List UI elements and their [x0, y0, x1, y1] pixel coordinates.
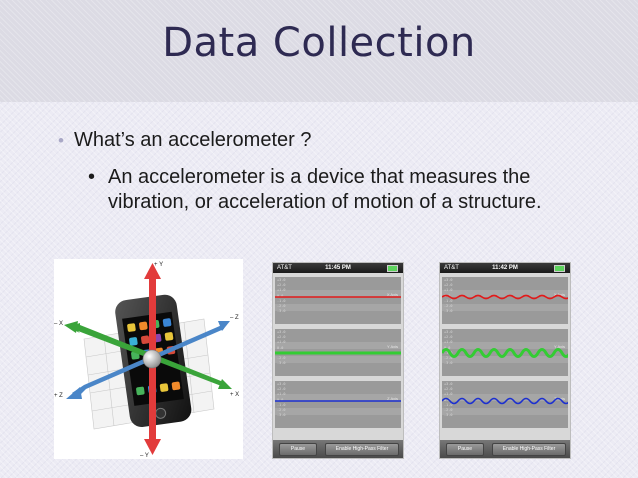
- label-plus-z: + Z: [54, 393, 63, 399]
- toolbar: Pause Enable High-Pass Filter: [273, 440, 403, 458]
- label-plus-y: + Y: [154, 262, 163, 268]
- label-minus-z: – Z: [230, 315, 239, 321]
- status-bar: AT&T 11:45 PM: [273, 263, 403, 273]
- clock-label: 11:45 PM: [325, 265, 351, 271]
- clock-label: 11:42 PM: [492, 265, 518, 271]
- label-minus-y: – Y: [140, 453, 149, 459]
- high-pass-filter-button[interactable]: Enable High-Pass Filter: [325, 443, 399, 456]
- toolbar: Pause Enable High-Pass Filter: [440, 440, 570, 458]
- trace-z: [442, 397, 568, 405]
- battery-icon: [387, 265, 398, 272]
- bullet-text-1: What’s an accelerometer ?: [73, 129, 312, 151]
- trace-x: [275, 296, 401, 298]
- origin-ball: [142, 349, 162, 369]
- label-plus-x: + X: [230, 392, 239, 398]
- axes-illustration: + Y – Y – X + X – Z + Z: [54, 262, 239, 459]
- high-pass-filter-button[interactable]: Enable High-Pass Filter: [492, 443, 566, 456]
- axis-label: Y Axis: [553, 344, 565, 349]
- slide-title: Data Collection: [162, 20, 476, 66]
- trace-y: [275, 351, 401, 355]
- accelerometer-axes-diagram: + Y – Y – X + X – Z + Z: [54, 259, 243, 459]
- pause-button[interactable]: Pause: [446, 443, 484, 456]
- bullet-dot-icon: •: [58, 131, 64, 150]
- trace-x: [442, 294, 568, 300]
- bullet-item-1: • What’s an accelerometer ?: [58, 129, 311, 152]
- status-bar: AT&T 11:42 PM: [440, 263, 570, 273]
- trace-y: [442, 348, 568, 358]
- trace-z: [275, 400, 401, 402]
- axis-label: X Axis: [553, 292, 565, 297]
- carrier-label: AT&T: [444, 265, 459, 271]
- bullet-text-2: An accelerometer is a device that measur…: [108, 166, 542, 213]
- carrier-label: AT&T: [277, 265, 292, 271]
- label-minus-x: – X: [54, 321, 63, 327]
- pause-button[interactable]: Pause: [279, 443, 317, 456]
- battery-icon: [554, 265, 565, 272]
- title-band: [0, 0, 638, 102]
- axis-label: X Axis: [386, 292, 398, 297]
- axis-label: Z Axis: [387, 396, 398, 401]
- bullet-dot-icon: •: [88, 166, 96, 188]
- bullet-item-2: • An accelerometer is a device that meas…: [88, 165, 588, 215]
- axis-label: Y Axis: [386, 344, 398, 349]
